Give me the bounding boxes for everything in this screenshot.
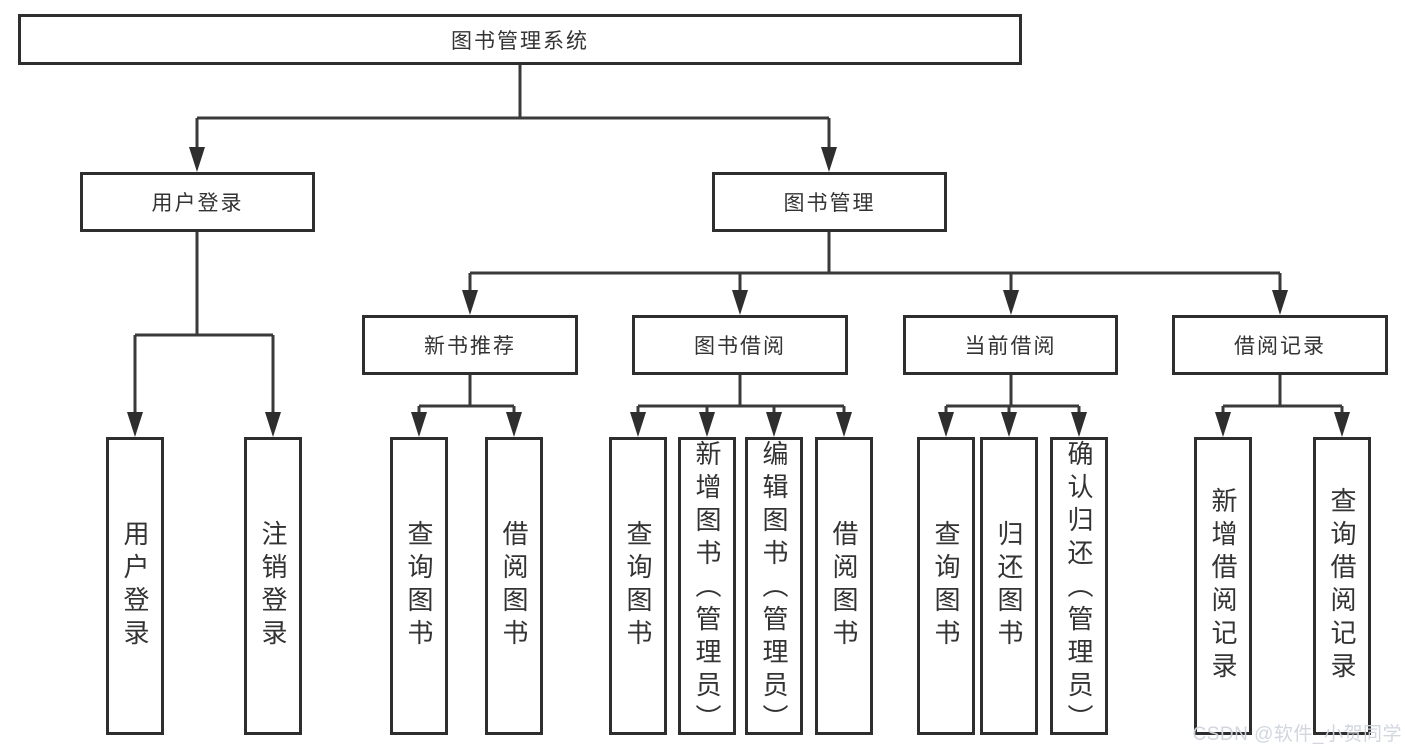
node-label: 查询借阅记录 bbox=[1327, 487, 1357, 685]
node-label: 借阅图书 bbox=[499, 520, 529, 652]
leaf-query-borrow-record: 查询借阅记录 bbox=[1313, 437, 1371, 735]
node-borrowing-records: 借阅记录 bbox=[1172, 315, 1388, 375]
node-label: 借阅图书 bbox=[829, 520, 859, 652]
node-label: 编辑图书（管理员） bbox=[759, 440, 789, 737]
node-label: 当前借阅 bbox=[964, 335, 1057, 358]
node-label: 图书管理系统 bbox=[451, 29, 589, 53]
leaf-logout: 注销登录 bbox=[244, 437, 302, 735]
node-label: 查询图书 bbox=[404, 520, 434, 652]
leaf-confirm-return-admin: 确认归还（管理员） bbox=[1050, 437, 1108, 737]
node-label: 借阅记录 bbox=[1234, 335, 1326, 358]
node-label: 查询图书 bbox=[623, 520, 653, 652]
node-label: 新增图书（管理员） bbox=[692, 440, 722, 737]
node-label: 用户登录 bbox=[151, 192, 244, 215]
leaf-user-login: 用户登录 bbox=[106, 437, 164, 735]
leaf-add-borrow-record: 新增借阅记录 bbox=[1194, 437, 1252, 735]
node-library-system: 图书管理系统 bbox=[18, 14, 1022, 65]
leaf-edit-book-admin: 编辑图书（管理员） bbox=[745, 437, 803, 737]
leaf-query-books-current: 查询图书 bbox=[917, 437, 975, 735]
node-label: 图书管理 bbox=[783, 192, 876, 215]
node-label: 新增借阅记录 bbox=[1208, 487, 1238, 685]
node-label: 注销登录 bbox=[258, 520, 288, 652]
node-label: 归还图书 bbox=[994, 520, 1024, 652]
leaf-query-books-recommend: 查询图书 bbox=[390, 437, 448, 735]
node-book-management: 图书管理 bbox=[712, 172, 947, 232]
leaf-query-books-borrowing: 查询图书 bbox=[609, 437, 667, 735]
node-new-book-recommendation: 新书推荐 bbox=[362, 315, 578, 375]
leaf-return-books: 归还图书 bbox=[980, 437, 1038, 735]
leaf-borrow-books-recommend: 借阅图书 bbox=[485, 437, 543, 735]
node-current-borrowing: 当前借阅 bbox=[903, 315, 1118, 375]
node-user-login-branch: 用户登录 bbox=[80, 172, 315, 232]
watermark: CSDN @软件_小贺同学 bbox=[1192, 724, 1402, 745]
leaf-borrow-books: 借阅图书 bbox=[815, 437, 873, 735]
node-label: 新书推荐 bbox=[424, 335, 516, 358]
node-label: 查询图书 bbox=[931, 520, 961, 652]
node-label: 图书借阅 bbox=[694, 335, 786, 358]
node-label: 用户登录 bbox=[120, 520, 150, 652]
node-book-borrowing: 图书借阅 bbox=[632, 315, 848, 375]
node-label: 确认归还（管理员） bbox=[1064, 440, 1094, 737]
leaf-add-book-admin: 新增图书（管理员） bbox=[678, 437, 736, 737]
